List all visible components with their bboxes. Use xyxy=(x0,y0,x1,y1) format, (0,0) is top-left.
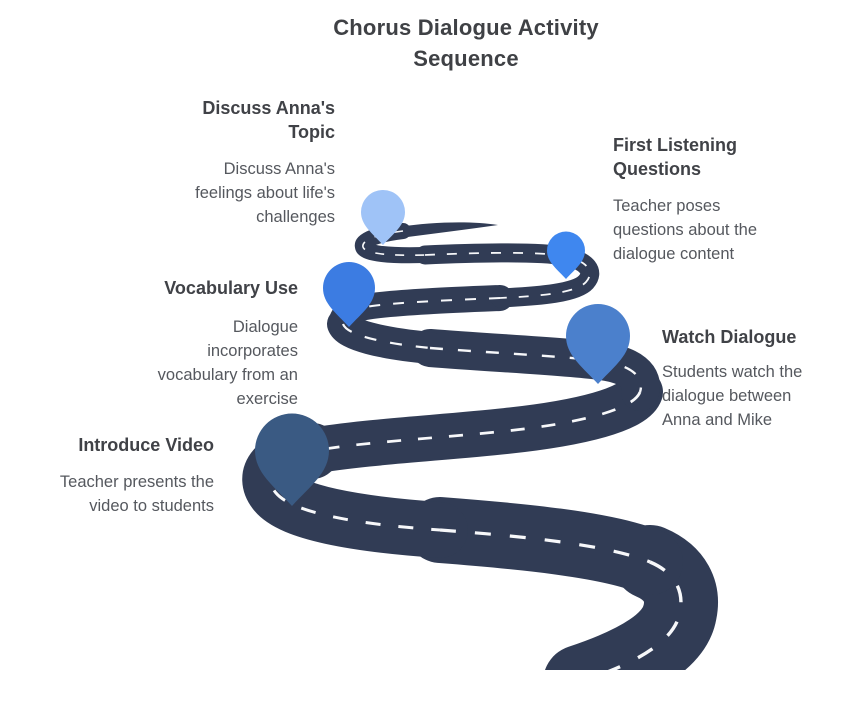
pin-watch-dialogue xyxy=(566,304,630,384)
step-description: Teacher poses questions about the dialog… xyxy=(613,197,758,263)
step-first-listening-questions: First Listening Questions Teacher poses … xyxy=(613,133,863,266)
step-description: Discuss Anna's feelings about life's cha… xyxy=(195,160,335,226)
step-discuss-annas-topic: Discuss Anna's Topic Discuss Anna's feel… xyxy=(85,96,335,229)
pin-discuss-annas-topic xyxy=(361,190,405,245)
road-end-taper xyxy=(398,222,498,238)
step-description: Teacher presents the video to students xyxy=(59,473,214,515)
page-title: Chorus Dialogue Activity Sequence xyxy=(333,15,599,71)
step-title: Watch Dialogue xyxy=(662,327,797,347)
step-title: Discuss Anna's Topic xyxy=(202,98,335,142)
step-watch-dialogue: Watch Dialogue Students watch the dialog… xyxy=(662,325,865,432)
step-introduce-video: Introduce Video Teacher presents the vid… xyxy=(0,433,214,518)
pin-first-listening-questions xyxy=(547,231,585,279)
pin-introduce-video xyxy=(255,413,329,506)
step-description: Students watch the dialogue between Anna… xyxy=(662,363,803,429)
step-vocabulary-use: Vocabulary Use Dialogue incorporates voc… xyxy=(48,276,298,411)
step-title: First Listening Questions xyxy=(613,135,738,179)
step-title: Vocabulary Use xyxy=(164,278,298,298)
pin-vocabulary-use xyxy=(323,262,375,327)
step-title: Introduce Video xyxy=(78,435,214,455)
step-description: Dialogue incorporates vocabulary from an… xyxy=(157,318,298,408)
